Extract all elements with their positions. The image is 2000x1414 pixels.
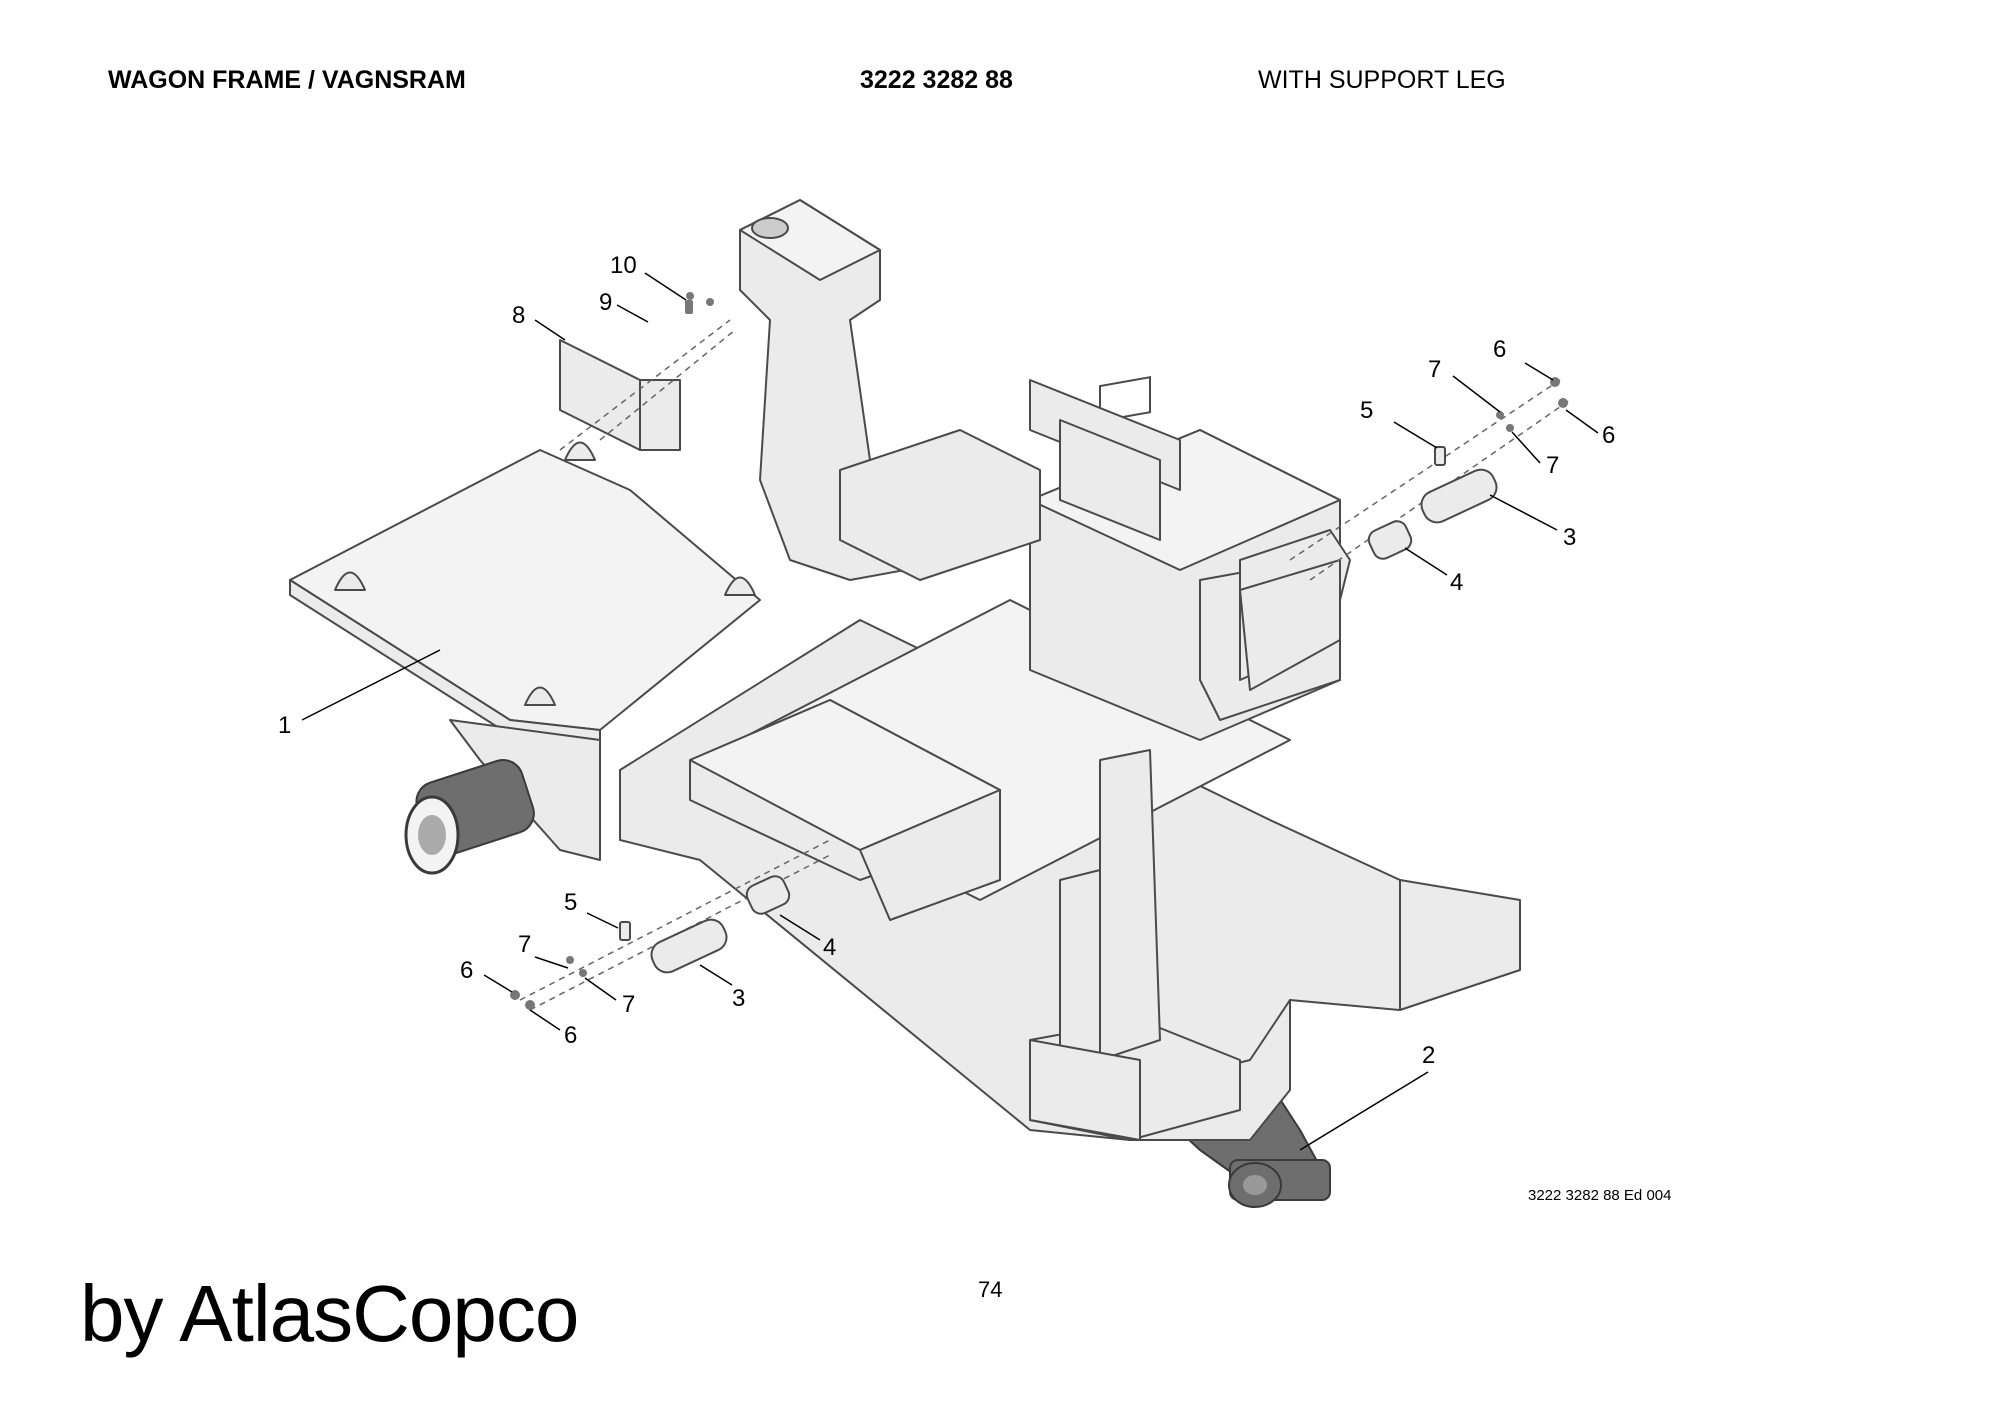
callout-5-left: 5	[564, 889, 577, 916]
callout-6-left-bottom: 6	[564, 1022, 577, 1049]
page-number: 74	[978, 1277, 1003, 1302]
cover-hardware	[559, 292, 736, 451]
leg-mount-plate	[1029, 1039, 1141, 1141]
callout-4-left: 4	[823, 934, 836, 961]
callout-7-right-bottom: 7	[1546, 452, 1559, 479]
callout-7-right-top: 7	[1428, 356, 1441, 383]
leader-lines	[301, 272, 1599, 1151]
callout-3-right: 3	[1563, 524, 1576, 551]
callout-2: 2	[1422, 1042, 1435, 1069]
rear-upper-frame	[1029, 379, 1181, 541]
boom-tower	[739, 199, 1041, 581]
callout-9: 9	[599, 289, 612, 316]
drawing-reference: 3222 3282 88 Ed 004	[1528, 1187, 1672, 1204]
cover-bracket	[559, 339, 681, 451]
spring-cylinder	[404, 759, 535, 875]
header-title: WAGON FRAME / VAGNSRAM	[108, 66, 466, 94]
callout-10: 10	[610, 252, 637, 279]
callout-6-right-top: 6	[1493, 336, 1506, 363]
callout-6-left-top: 6	[460, 957, 473, 984]
brand-text: by AtlasCopco	[80, 1269, 579, 1358]
callout-1: 1	[278, 712, 291, 739]
callout-6-right-bottom: 6	[1602, 422, 1615, 449]
callout-4-right: 4	[1450, 569, 1463, 596]
callout-8: 8	[512, 302, 525, 329]
cross-frame	[689, 699, 1161, 1071]
pin-assembly-right	[1289, 377, 1571, 581]
header-note: WITH SUPPORT LEG	[1258, 66, 1506, 94]
deck-plate	[289, 441, 761, 861]
callout-3-left: 3	[732, 985, 745, 1012]
header-part-number: 3222 3282 88	[860, 66, 1013, 94]
pin-assembly-left	[510, 839, 831, 1011]
callout-5-right: 5	[1360, 397, 1373, 424]
callout-7-left-top: 7	[518, 931, 531, 958]
callout-7-left-bottom: 7	[622, 991, 635, 1018]
callouts: 1 2 3 3 4 4 5 5 6 6 6 6 7 7 7 7 8 9 10	[278, 252, 1615, 1069]
